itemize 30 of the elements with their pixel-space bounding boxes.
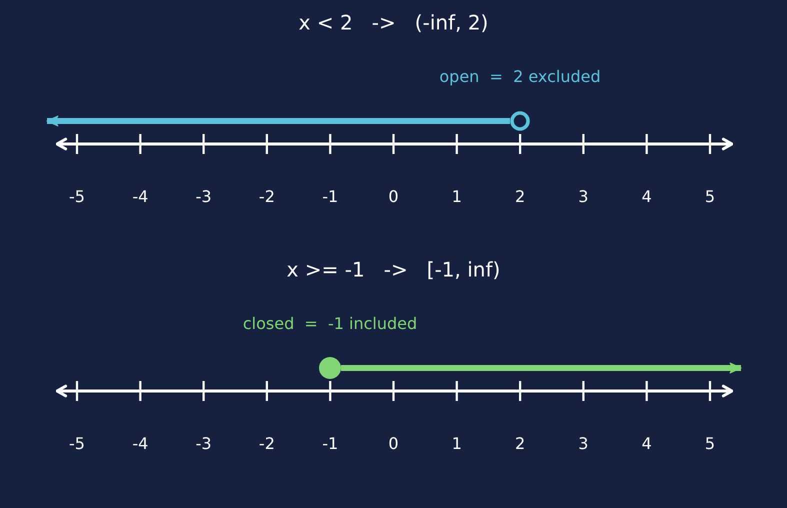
endpoint-note: closed = -1 included [242,314,418,334]
tick-label: -2 [258,188,275,206]
tick-label: -1 [322,434,338,454]
tick-label: 0 [388,188,399,206]
tick-label: 5 [704,434,716,454]
tick-label: -4 [132,434,148,454]
tick-label: -5 [69,434,85,454]
tick-label: 1 [452,434,462,454]
open-endpoint-circle [510,111,530,131]
inequality-heading: x >= -1 -> [-1, inf) [286,258,500,282]
inequality-heading: x < 2 -> (-inf, 2) [298,12,488,34]
tick-label: -1 [322,188,338,206]
tick-label: 3 [578,434,588,454]
tick-label: 4 [642,188,652,206]
solution-ray [341,362,742,374]
tick-label: -2 [258,434,275,454]
tick-label: -3 [196,188,212,206]
tick-label: 4 [642,434,652,454]
tick-label: 1 [452,188,462,206]
endpoint-note: open = 2 excluded [439,68,601,86]
solution-ray [46,116,510,126]
tick-label: -4 [132,188,148,206]
tick-label: -3 [196,434,212,454]
tick-label: 2 [515,434,526,454]
tick-label: 2 [515,188,526,206]
tick-label: -5 [69,188,85,206]
tick-label: 3 [578,188,588,206]
closed-endpoint-dot [319,357,341,379]
tick-label: 0 [388,434,399,454]
tick-label: 5 [704,188,716,206]
